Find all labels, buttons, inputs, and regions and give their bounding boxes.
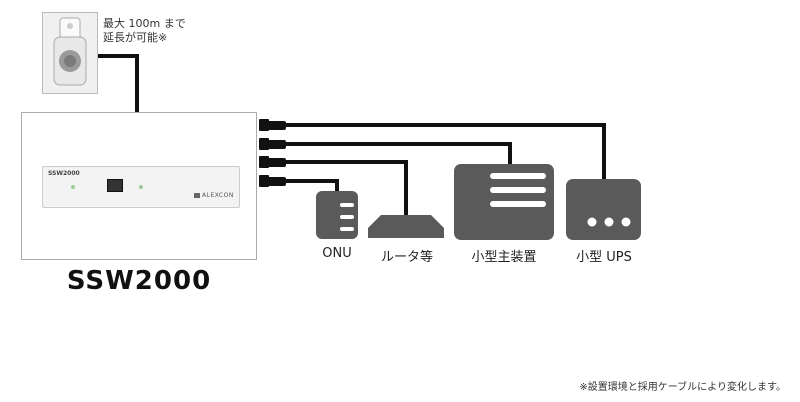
ups-icon [566, 179, 641, 240]
label-onu: ONU [322, 246, 352, 261]
switch-block-icon [107, 179, 123, 192]
sensor-unit [42, 12, 98, 94]
cable-to-onu [285, 179, 339, 192]
sensor-device-icon [53, 17, 87, 86]
router-icon [368, 215, 444, 238]
label-ups: 小型 UPS [576, 250, 632, 265]
model-name: SSW2000 [66, 266, 212, 296]
footnote: ※設置環境と採用ケーブルにより変化します。 [579, 382, 786, 393]
cable-to-router [285, 160, 408, 216]
pbx-icon [454, 164, 554, 240]
label-router: ルータ等 [380, 250, 433, 265]
distance-note: 最大 100m まで 延長が可能※ [103, 17, 186, 45]
alarm-led-icon [139, 185, 143, 189]
cable-to-pbx [285, 142, 512, 165]
cable-plugs [259, 119, 286, 187]
device-front-model: SSW2000 [48, 170, 80, 177]
brand-logo-icon [194, 193, 200, 198]
onu-icon [316, 191, 358, 239]
distance-note-line2: 延長が可能※ [103, 31, 168, 44]
status-led-icon [71, 185, 75, 189]
sensor-cable [98, 54, 139, 112]
ssw2000-device: SSW2000 ALEXCON [42, 166, 240, 208]
distance-note-line1: 最大 100m まで [103, 17, 186, 30]
cable-to-ups [285, 123, 606, 182]
device-brand: ALEXCON [202, 192, 234, 199]
label-pbx: 小型主装置 [471, 250, 537, 265]
